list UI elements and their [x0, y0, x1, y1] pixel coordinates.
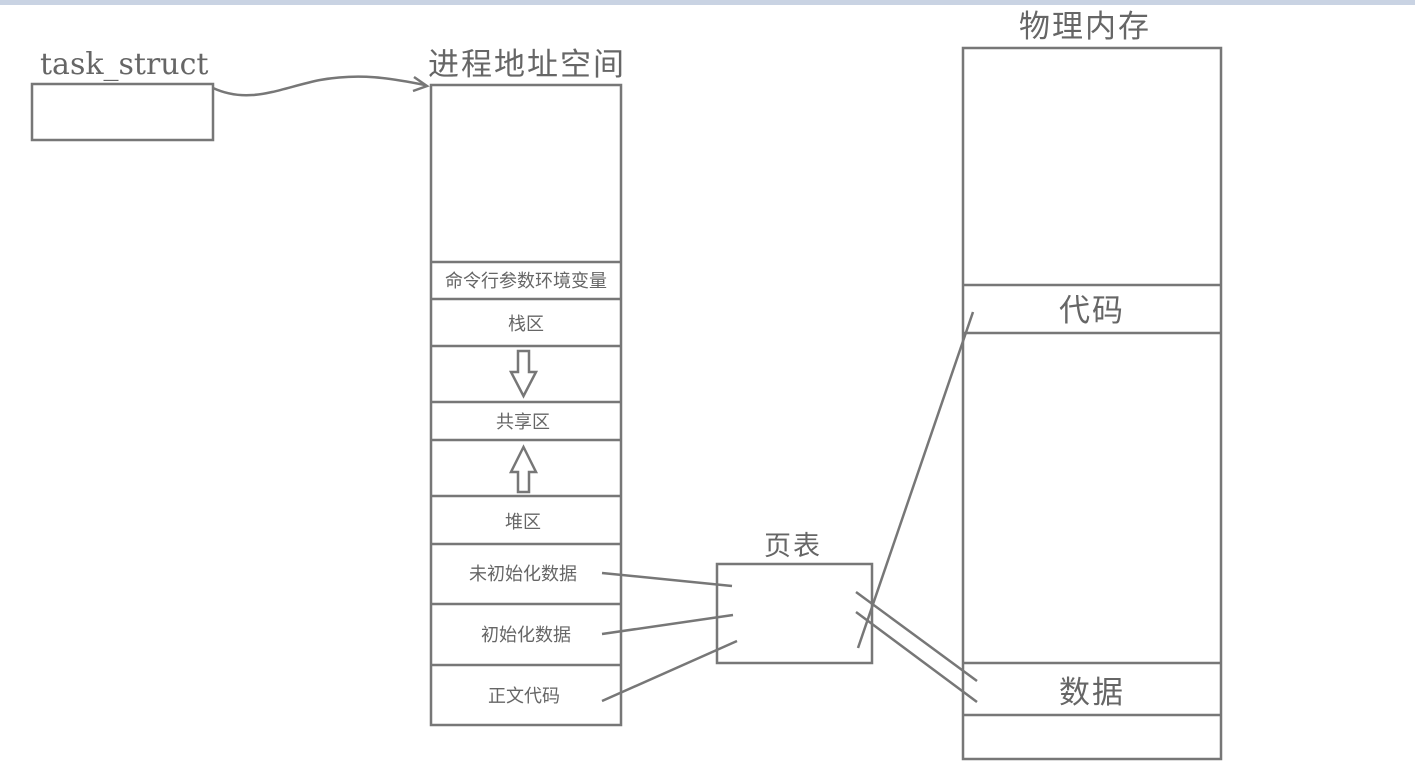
heap-growth-up-arrow-icon — [508, 444, 539, 494]
page-table-to-data-line-2 — [855, 610, 978, 704]
page-table-title: 页表 — [764, 531, 822, 562]
bss-to-page-table-line — [601, 571, 733, 588]
task-struct-box — [30, 82, 215, 142]
physical-memory-title: 物理内存 — [1019, 9, 1151, 45]
segment-heap-label: 堆区 — [505, 512, 541, 533]
physical-data-label: 数据 — [1059, 675, 1125, 711]
stack-growth-down-arrow-icon — [508, 349, 539, 399]
segment-text-label: 正文代码 — [488, 686, 560, 707]
text-to-page-table-line — [601, 639, 738, 703]
address-space-title: 进程地址空间 — [428, 47, 626, 83]
page-table-to-data-line-1 — [855, 590, 978, 683]
page-table-box — [715, 562, 874, 665]
task-struct-label: task_struct — [40, 47, 209, 82]
physical-memory-box — [961, 46, 1223, 761]
segment-bss-label: 未初始化数据 — [469, 564, 577, 585]
task-struct-pointer-curve — [212, 75, 426, 97]
top-accent-bar — [0, 0, 1415, 5]
task-struct-pointer-arrowhead — [412, 75, 430, 93]
address-space-box — [429, 83, 623, 727]
page-table-to-code-line — [856, 311, 975, 649]
segment-stack-label: 栈区 — [508, 314, 544, 335]
physical-code-label: 代码 — [1059, 293, 1125, 329]
segment-shared-label: 共享区 — [496, 412, 550, 433]
segment-env-label: 命令行参数环境变量 — [445, 271, 607, 292]
data-to-page-table-line — [601, 613, 734, 636]
segment-data-label: 初始化数据 — [481, 625, 571, 646]
